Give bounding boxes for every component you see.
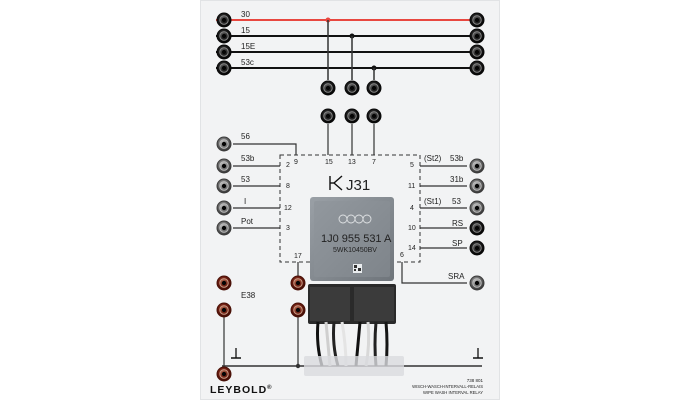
socket-53c-left[interactable]	[216, 60, 232, 76]
title-english: WIPE WASH INTERVAL RELAY	[423, 390, 483, 395]
bus-label-30: 30	[241, 10, 250, 19]
pin-7: 7	[372, 159, 376, 166]
relay-designation: J31	[346, 177, 370, 194]
label-e38: E38	[241, 291, 256, 300]
part-number: 1J0 955 531 A	[321, 233, 392, 245]
socket-53[interactable]	[216, 178, 232, 194]
pin-14: 14	[408, 245, 416, 252]
socket-ground-left[interactable]	[216, 366, 232, 382]
label-pot: Pot	[241, 217, 254, 226]
label-st2: (St2)	[424, 154, 442, 163]
label-sp: SP	[452, 239, 463, 248]
socket-pin-7[interactable]	[366, 108, 382, 124]
bus-label-53c: 53c	[241, 58, 254, 67]
pin-17: 17	[294, 253, 302, 260]
connector-right	[354, 287, 394, 321]
socket-rs[interactable]	[469, 220, 485, 236]
socket-31b[interactable]	[469, 178, 485, 194]
pin-2: 2	[286, 162, 290, 169]
socket-17-lower[interactable]	[290, 302, 306, 318]
label-sra: SRA	[448, 272, 465, 281]
socket-30-right[interactable]	[469, 12, 485, 28]
bus-label-15: 15	[241, 26, 250, 35]
pin-5: 5	[410, 162, 414, 169]
socket-15-left[interactable]	[216, 28, 232, 44]
title-german: WISCH-WASCH-INTERVALL-RELAIS	[412, 384, 483, 389]
bus-label-15e: 15E	[241, 42, 255, 51]
label-56: 56	[241, 132, 250, 141]
label-53-right: 53	[452, 197, 461, 206]
part-code: 5WK10450BV	[333, 247, 377, 254]
label-53: 53	[241, 175, 250, 184]
junction-dot	[295, 363, 301, 369]
socket-pin-15[interactable]	[320, 108, 336, 124]
pin-6: 6	[400, 252, 404, 259]
pin-15: 15	[325, 159, 333, 166]
pin-13: 13	[348, 159, 356, 166]
pin-8: 8	[286, 183, 290, 190]
label-rs: RS	[452, 219, 463, 228]
socket-st2-53b[interactable]	[469, 158, 485, 174]
socket-st1-53[interactable]	[469, 200, 485, 216]
socket-53b[interactable]	[216, 158, 232, 174]
pin-10: 10	[408, 225, 416, 232]
wire-sra	[401, 262, 467, 284]
socket-15e-left[interactable]	[216, 44, 232, 60]
pin-3: 3	[286, 225, 290, 232]
catalog-number: 738 801	[467, 378, 484, 383]
socket-15e-right[interactable]	[469, 44, 485, 60]
pin-11: 11	[408, 183, 415, 190]
ground-symbol-icon	[473, 348, 483, 359]
brand-logo: LEYBOLD®	[210, 384, 273, 396]
label-53b-right: 53b	[450, 154, 464, 163]
brand-trademark: ®	[267, 384, 272, 391]
socket-15-right[interactable]	[469, 28, 485, 44]
socket-17-upper[interactable]	[290, 275, 306, 291]
socket-56[interactable]	[216, 136, 232, 152]
pin-4: 4	[410, 205, 414, 212]
socket-bus-13-upper[interactable]	[344, 80, 360, 96]
pin-9: 9	[294, 159, 298, 166]
socket-e38-lower[interactable]	[216, 302, 232, 318]
socket-30-left[interactable]	[216, 12, 232, 28]
socket-bus-7-upper[interactable]	[366, 80, 382, 96]
socket-bus-15-upper[interactable]	[320, 80, 336, 96]
relay-coil-icon	[329, 175, 343, 191]
ground-symbol-icon	[231, 348, 241, 359]
socket-pot[interactable]	[216, 220, 232, 236]
pin-12: 12	[284, 205, 292, 212]
harness-tray	[304, 356, 404, 376]
brand-name: LEYBOLD	[210, 384, 267, 396]
wire-56	[233, 143, 297, 155]
socket-53c-right[interactable]	[469, 60, 485, 76]
socket-sp[interactable]	[469, 240, 485, 256]
label-i: I	[244, 197, 246, 206]
socket-pin-13[interactable]	[344, 108, 360, 124]
label-st1: (St1)	[424, 197, 442, 206]
label-53b: 53b	[241, 154, 255, 163]
label-31b: 31b	[450, 175, 464, 184]
socket-e38-upper[interactable]	[216, 275, 232, 291]
vw-logo-icon	[338, 214, 372, 224]
connector-left	[310, 287, 350, 321]
qr-code-icon	[353, 264, 362, 273]
socket-sra[interactable]	[469, 275, 485, 291]
socket-i[interactable]	[216, 200, 232, 216]
